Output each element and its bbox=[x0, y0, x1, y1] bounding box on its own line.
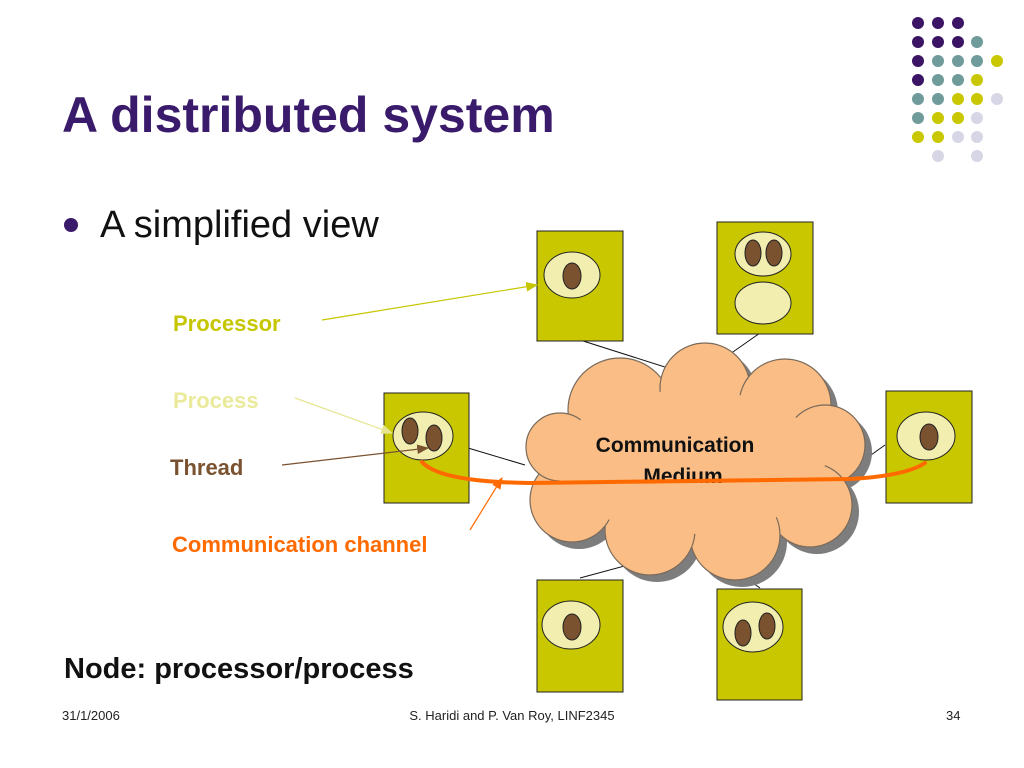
thread-shape bbox=[734, 619, 752, 647]
node-top-right bbox=[716, 221, 814, 335]
processor-pointer-arrow bbox=[321, 281, 539, 321]
dot-row-7 bbox=[912, 131, 983, 143]
bullet-text: A simplified view bbox=[100, 203, 379, 246]
thread-shape bbox=[758, 612, 776, 640]
thread-pointer-arrow bbox=[281, 444, 430, 466]
thread-shape bbox=[919, 423, 939, 451]
channel-pointer-arrow bbox=[469, 476, 503, 531]
bullet-item: A simplified view bbox=[64, 200, 379, 250]
dot-row-5 bbox=[912, 93, 1003, 105]
dot-row-6 bbox=[912, 112, 983, 124]
node-bottom-right bbox=[716, 588, 803, 701]
dot-row-4 bbox=[912, 74, 983, 86]
bullet-icon bbox=[64, 218, 78, 232]
footer-date: 31/1/2006 bbox=[62, 708, 120, 723]
communication-medium-cloud: Communication Medium bbox=[525, 342, 872, 587]
thread-shape bbox=[401, 417, 419, 445]
label-thread: Thread bbox=[170, 455, 243, 480]
process-shape bbox=[392, 411, 454, 461]
node-right bbox=[885, 390, 973, 504]
medium-label-line1: Communication bbox=[596, 434, 755, 457]
label-process: Process bbox=[173, 388, 259, 413]
footer-author: S. Haridi and P. Van Roy, LINF2345 bbox=[409, 708, 615, 723]
footer-page-number: 34 bbox=[946, 708, 961, 723]
thread-shape bbox=[562, 613, 582, 641]
diagram-caption: Node: processor/process bbox=[64, 653, 414, 685]
thread-shape bbox=[425, 424, 443, 452]
thread-shape bbox=[562, 262, 582, 290]
process-pointer-arrow bbox=[294, 397, 394, 434]
node-top-left bbox=[536, 230, 624, 342]
label-processor: Processor bbox=[173, 311, 281, 336]
communication-channel-curve bbox=[420, 460, 927, 486]
decorative-dot-grid bbox=[912, 17, 1003, 162]
dot-row-3 bbox=[912, 55, 1003, 67]
node-left bbox=[383, 392, 470, 504]
node-bottom-left bbox=[536, 579, 624, 693]
thread-shape bbox=[744, 239, 762, 267]
process-shape bbox=[734, 231, 792, 277]
thread-shape bbox=[765, 239, 783, 267]
label-communication-channel: Communication channel bbox=[172, 532, 427, 557]
slide-title: A distributed system bbox=[62, 87, 555, 143]
dot-row-8 bbox=[932, 150, 983, 162]
dot-row-1 bbox=[912, 17, 964, 29]
dot-row-2 bbox=[912, 36, 983, 48]
process-shape bbox=[734, 281, 792, 325]
medium-label-line2: Medium bbox=[643, 465, 722, 488]
